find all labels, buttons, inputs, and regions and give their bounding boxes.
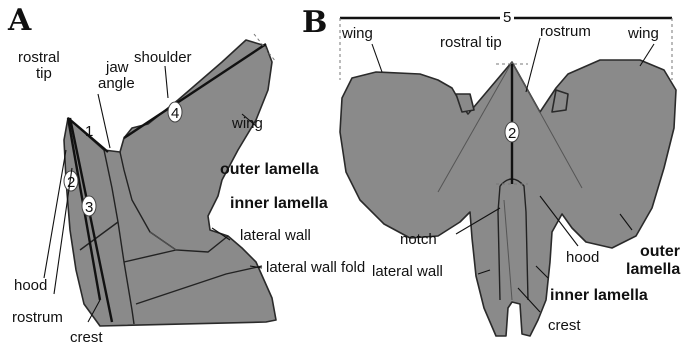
panel-b-letter: B <box>302 5 327 40</box>
panel-b-label-outer: outer <box>640 243 680 260</box>
panel-a-measure-1: 1 <box>85 123 93 140</box>
panel-b-measure-5: 5 <box>500 8 514 26</box>
svg-text:5: 5 <box>503 9 511 26</box>
panel-a-label-tip: tip <box>36 65 52 82</box>
panel-a-beak-body <box>64 40 276 326</box>
panel-b-label-crest: crest <box>548 317 581 334</box>
panel-b-label-lamella: lamella <box>626 261 680 278</box>
panel-a-label-hood: hood <box>14 277 47 294</box>
panel-a-label-lateral-wall: lateral wall <box>240 227 311 244</box>
panel-b-label-wing-left: wing <box>341 25 373 42</box>
panel-b-label-rostral-tip: rostral tip <box>440 34 502 51</box>
panel-a-label-shoulder: shoulder <box>134 49 192 66</box>
panel-b-label-rostrum: rostrum <box>540 23 591 40</box>
panel-b-label-lateral-wall: lateral wall <box>372 263 443 280</box>
panel-a-label-jaw: jaw <box>105 59 129 76</box>
svg-text:2: 2 <box>508 125 516 142</box>
panel-b-label-hood: hood <box>566 249 599 266</box>
panel-b-label-wing-right: wing <box>627 25 659 42</box>
panel-a-label-angle: angle <box>98 75 135 92</box>
panel-a-measure-4: 4 <box>168 102 182 122</box>
panel-a: A 1 2 3 4 <box>7 3 365 346</box>
svg-text:3: 3 <box>85 199 93 216</box>
svg-text:1: 1 <box>85 123 93 140</box>
panel-a-label-crest: crest <box>70 329 103 346</box>
svg-text:4: 4 <box>171 105 179 122</box>
panel-a-letter: A <box>7 3 32 38</box>
panel-b-label-notch: notch <box>400 231 437 248</box>
panel-a-label-inner-lamella: inner lamella <box>230 195 328 212</box>
panel-a-label-rostral: rostral <box>18 49 60 66</box>
panel-a-measure-3: 3 <box>82 196 96 216</box>
panel-b-label-inner-lamella: inner lamella <box>550 287 648 304</box>
panel-b-measure-2: 2 <box>505 122 519 142</box>
panel-a-label-rostrum: rostrum <box>12 309 63 326</box>
panel-a-label-wing: wing <box>231 115 263 132</box>
panel-b: B 5 2 <box>302 5 680 336</box>
panel-a-label-lateral-wall-fold: lateral wall fold <box>266 259 365 276</box>
panel-a-label-outer-lamella: outer lamella <box>220 161 319 178</box>
